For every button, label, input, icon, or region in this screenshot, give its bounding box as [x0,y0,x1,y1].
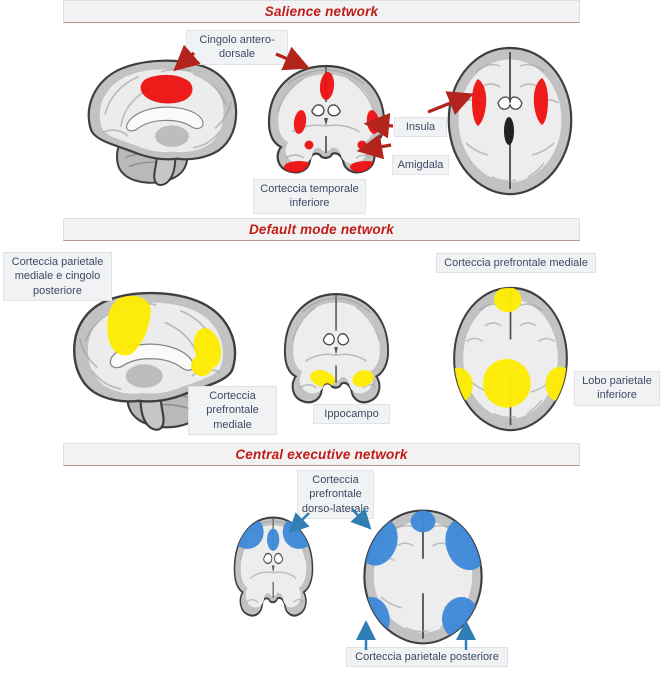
section-title-central-executive-text: Central executive network [235,447,408,462]
label-corteccia-prefrontale-dorsolaterale: Corteccia prefrontale dorso-laterale [297,470,374,519]
brain-sagittal-default-mode [73,291,237,431]
posterior-midline-structure [504,117,514,145]
section-title-salience-text: Salience network [264,4,379,19]
label-corteccia-parietale-posteriore-text: Corteccia parietale posteriore [355,651,499,663]
label-corteccia-prefrontale-dorsolaterale-text: Corteccia prefrontale dorso-laterale [301,474,370,515]
brain-coronal-salience [267,64,386,174]
brain-coronal-central-executive [233,516,314,617]
highlight-dorsal-anterior-cingulate [140,74,193,104]
label-corteccia-prefrontale-mediale-sagittale-text: Corteccia prefrontale mediale [206,390,259,431]
highlight-hippocampus-bilateral [310,370,374,388]
label-amigdala: Amigdala [392,155,449,176]
section-title-central-executive: Central executive network [63,443,580,466]
brain-axial-central-executive [363,509,483,645]
brain-axial-default-mode [453,286,568,432]
label-cingolo-antero-dorsale-text: Cingolo antero-dorsale [199,34,275,61]
label-corteccia-prefrontale-mediale-axial-text: Corteccia prefrontale mediale [444,257,588,269]
label-corteccia-parietale-mediale-cingolo-posteriore: Corteccia parietale mediale e cingolo po… [3,252,112,301]
label-corteccia-temporale-inferiore-text: Corteccia temporale inferiore [260,183,359,210]
label-cingolo-antero-dorsale: Cingolo antero-dorsale [186,30,288,65]
ventricles [497,96,523,110]
section-title-default-mode: Default mode network [63,218,580,241]
brain-sagittal-salience [87,59,238,187]
label-lobo-parietale-inferiore-text: Lobo parietale inferiore [582,375,652,402]
label-corteccia-prefrontale-mediale-axial: Corteccia prefrontale mediale [436,253,596,274]
label-insula-text: Insula [405,121,436,133]
label-ippocampo: Ippocampo [313,404,390,425]
label-lobo-parietale-inferiore: Lobo parietale inferiore [574,371,660,406]
label-insula: Insula [394,117,447,138]
section-title-default-mode-text: Default mode network [248,222,395,237]
section-title-salience: Salience network [63,0,580,23]
label-corteccia-temporale-inferiore: Corteccia temporale inferiore [253,179,366,214]
label-corteccia-parietale-mediale-text: Corteccia parietale mediale e cingolo po… [11,256,104,297]
brain-coronal-default-mode [283,292,390,404]
label-corteccia-prefrontale-mediale-sagittale: Corteccia prefrontale mediale [188,386,277,435]
label-amigdala-text: Amigdala [397,159,444,171]
highlight-dmn-sagittal [107,295,222,377]
label-corteccia-parietale-posteriore: Corteccia parietale posteriore [346,647,508,668]
highlight-insula-bilateral [472,78,548,126]
brain-axial-salience [447,46,573,196]
label-ippocampo-text: Ippocampo [324,408,379,420]
